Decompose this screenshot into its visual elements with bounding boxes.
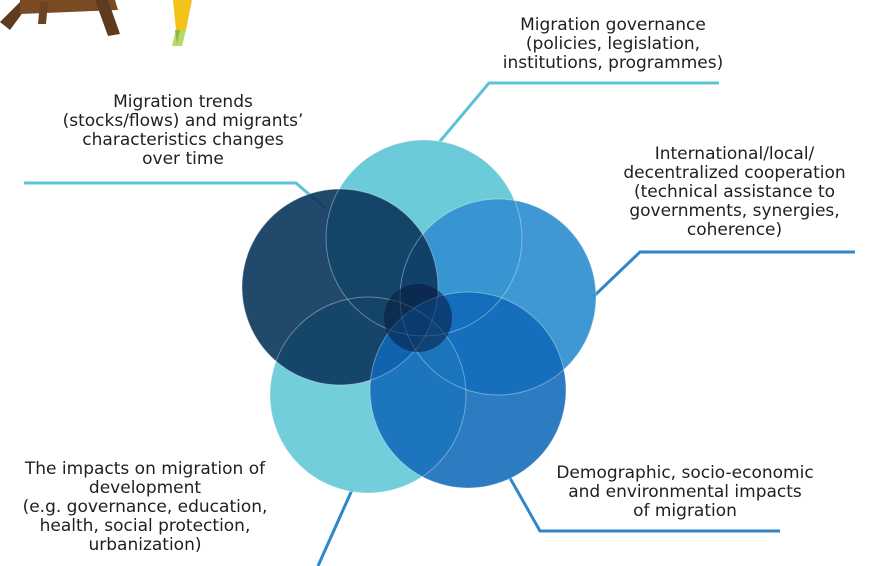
label-migration-trends: Migration trends (stocks/flows) and migr…	[62, 92, 304, 169]
label-impacts-of-migration: Demographic, socio-economic and environm…	[556, 463, 814, 521]
label-migration-governance: Migration governance (policies, legislat…	[502, 15, 724, 73]
label-impacts-of-development: The impacts on migration of development …	[22, 459, 268, 555]
connector-cooperation	[591, 250, 855, 299]
connector-impacts-of-migration	[508, 477, 780, 533]
easel-illustration	[0, 0, 120, 36]
connector-impacts-of-development	[316, 489, 354, 566]
circle-outline-bottom-left	[269, 296, 467, 494]
label-cooperation: International/local/ decentralized coope…	[623, 144, 846, 240]
circle-outline-left	[241, 188, 439, 386]
connector-governance	[434, 81, 719, 147]
connector-trends	[24, 181, 326, 210]
pencil-illustration	[172, 0, 192, 46]
circle-outline-bottom-right	[369, 291, 567, 489]
center-overlap	[384, 284, 452, 352]
